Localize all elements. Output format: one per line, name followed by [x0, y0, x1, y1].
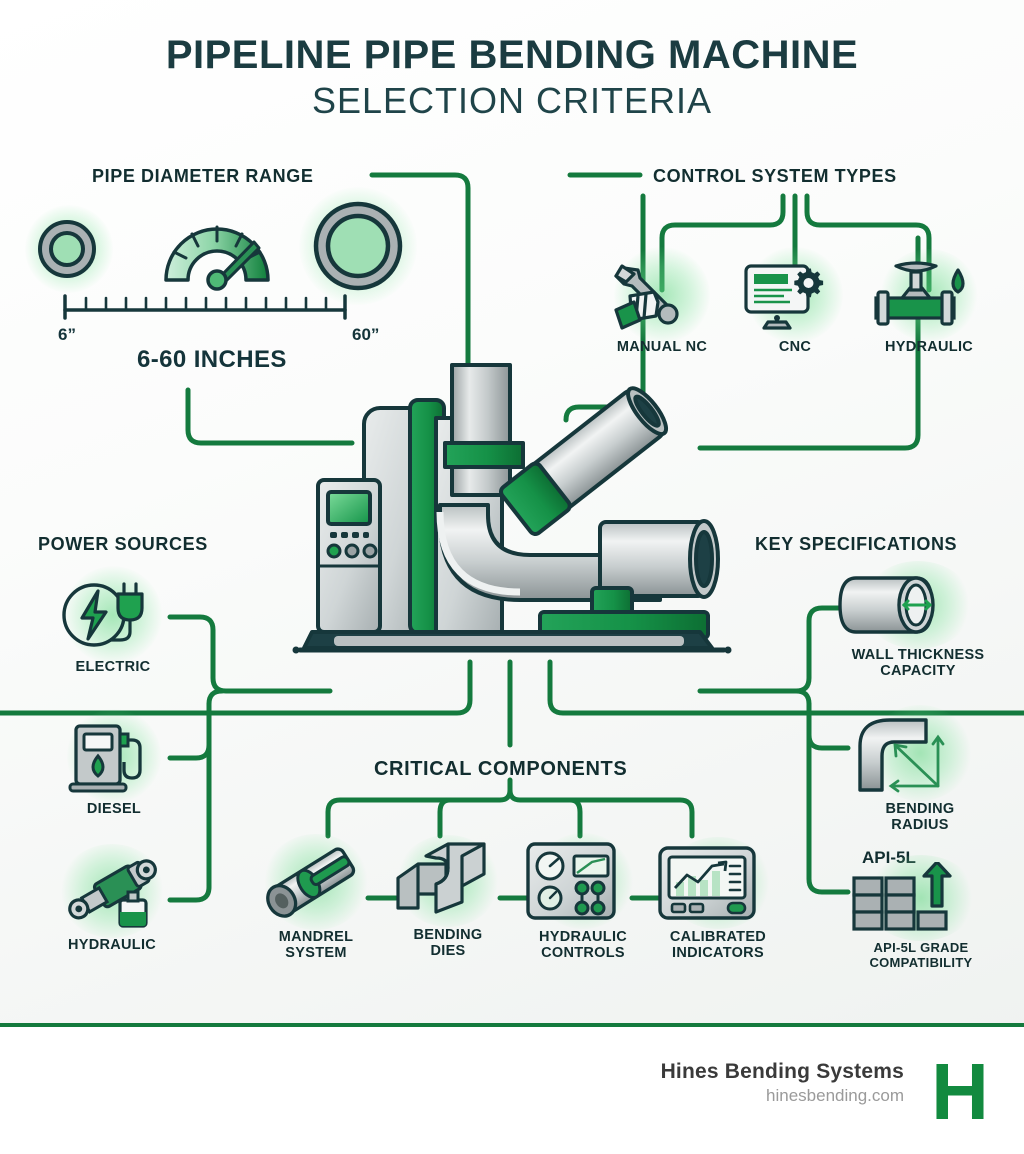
diameter-range-label: 6-60 INCHES	[137, 346, 287, 373]
pipe-wall-icon	[838, 561, 998, 649]
control-label-manual-nc: MANUAL NC	[616, 339, 708, 355]
bending-die-icon	[392, 835, 504, 927]
control-item-hydraulic[interactable]: HYDRAULIC	[870, 249, 988, 355]
spec-item-bending-radius[interactable]: BENDING RADIUS	[850, 705, 990, 834]
api-grade-bars-icon	[838, 855, 1004, 941]
monitor-gear-icon	[740, 247, 850, 343]
component-item-bending-dies[interactable]: BENDING DIES	[392, 835, 504, 960]
spec-label-bending-radius: BENDING RADIUS	[885, 801, 955, 834]
valve-droplet-icon	[870, 249, 988, 341]
heading-critical-components: CRITICAL COMPONENTS	[374, 758, 628, 780]
heading-power-sources: POWER SOURCES	[38, 534, 208, 554]
footer-divider	[0, 1023, 1024, 1027]
power-item-diesel[interactable]: DIESEL	[62, 709, 166, 817]
pipe-small-circle	[25, 205, 113, 293]
power-item-hydraulic[interactable]: HYDRAULIC	[52, 844, 172, 953]
bend-radius-icon	[850, 705, 990, 801]
large-pipe-icon	[299, 187, 417, 305]
brand-url: hinesbending.com	[766, 1086, 904, 1105]
control-item-manual-nc[interactable]: MANUAL NC	[602, 247, 722, 355]
fuel-pump-icon	[62, 709, 166, 803]
component-item-hydraulic-controls[interactable]: HYDRAULIC CONTROLS	[524, 833, 642, 962]
diameter-gauge	[152, 196, 282, 296]
power-label-electric: ELECTRIC	[75, 659, 151, 675]
small-pipe-icon	[25, 205, 113, 293]
footer-bar	[0, 1027, 1024, 1154]
component-label-mandrel: MANDREL SYSTEM	[278, 929, 354, 962]
page-title: PIPELINE PIPE BENDING MACHINE SELECTION …	[0, 34, 1024, 121]
hydraulic-cylinder-icon	[52, 844, 172, 938]
brand-logo-h: H	[931, 1047, 989, 1136]
component-item-calibrated-indicators[interactable]: CALIBRATED INDICATORS	[656, 837, 780, 962]
diameter-max-label: 60”	[352, 325, 380, 344]
brand-name: Hines Bending Systems	[660, 1060, 904, 1083]
gauge-icon	[152, 196, 282, 296]
component-item-mandrel[interactable]: MANDREL SYSTEM	[258, 834, 374, 962]
plug-bolt-icon	[58, 566, 168, 664]
power-label-diesel: DIESEL	[86, 801, 142, 817]
title-main: PIPELINE PIPE BENDING MACHINE	[165, 33, 859, 77]
control-item-cnc[interactable]: CNC	[740, 247, 850, 355]
component-label-calibrated-indicators: CALIBRATED INDICATORS	[669, 929, 767, 962]
component-label-hydraulic-controls: HYDRAULIC CONTROLS	[538, 929, 628, 962]
spec-item-wall-thickness[interactable]: WALL THICKNESS CAPACITY	[838, 561, 998, 680]
power-item-electric[interactable]: ELECTRIC	[58, 566, 168, 675]
heading-control-systems: CONTROL SYSTEM TYPES	[653, 166, 897, 186]
pipe-large-circle	[299, 187, 417, 305]
control-label-hydraulic: HYDRAULIC	[884, 339, 974, 355]
indicator-screen-icon	[656, 837, 780, 929]
heading-pipe-diameter: PIPE DIAMETER RANGE	[92, 166, 314, 186]
footer-brand-block: Hines Bending Systems hinesbending.com	[661, 1060, 904, 1106]
control-label-cnc: CNC	[778, 339, 812, 355]
control-panel-icon	[524, 833, 642, 929]
diameter-ruler	[63, 294, 347, 320]
spec-item-api-grade[interactable]: API-5L GRADE COMPATIBILITY	[838, 855, 1004, 970]
power-label-hydraulic: HYDRAULIC	[67, 937, 157, 953]
mandrel-icon	[258, 834, 374, 930]
diameter-min-label: 6”	[58, 325, 76, 344]
wrench-hand-icon	[602, 247, 722, 343]
spec-label-wall-thickness: WALL THICKNESS CAPACITY	[851, 647, 985, 680]
title-sub: SELECTION CRITERIA	[311, 80, 713, 121]
spec-label-api-grade: API-5L GRADE COMPATIBILITY	[869, 940, 973, 970]
component-label-bending-dies: BENDING DIES	[413, 927, 483, 960]
heading-key-specifications: KEY SPECIFICATIONS	[755, 534, 958, 554]
